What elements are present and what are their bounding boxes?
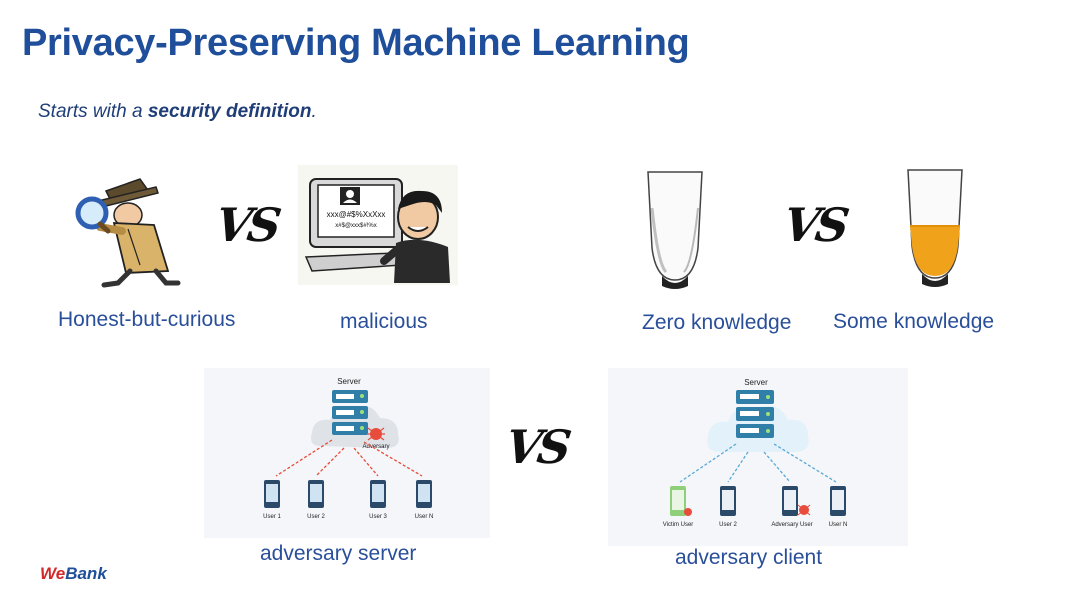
user-label: User 1 (263, 514, 281, 520)
logo-we: We (40, 564, 66, 583)
screen-text-line2: x#$@xxx$#!%x (335, 223, 376, 229)
user-device-icon (830, 486, 846, 516)
screen-text-line1: xxx@#$%XxXxx (327, 210, 386, 219)
empty-glass-illustration (640, 168, 710, 293)
user-device-icon (264, 480, 280, 508)
webank-logo: WeBank (40, 564, 107, 584)
victim-device-icon (670, 486, 692, 516)
juice-glass-illustration (900, 166, 970, 294)
user-device-icon (370, 480, 386, 508)
page-title: Privacy-Preserving Machine Learning (22, 22, 690, 64)
adversary-server-diagram: Server Adversary (204, 368, 490, 538)
vs-mark-adversary: VS (502, 420, 571, 474)
caption-zero-knowledge: Zero knowledge (642, 311, 792, 334)
user-device-icon (416, 480, 432, 508)
caption-adversary-client: adversary client (675, 546, 823, 569)
subtitle: Starts with a security definition. (38, 101, 317, 123)
caption-some-knowledge: Some knowledge (833, 310, 995, 333)
hacker-illustration: xxx@#$%XxXxx x#$@xxx$#!%x (298, 165, 458, 285)
vs-mark-knowledge: VS (780, 198, 849, 252)
subtitle-prefix: Starts with a (38, 101, 148, 122)
adversary-device-icon (782, 486, 811, 516)
user-device-icon (308, 480, 324, 508)
server-label: Server (337, 377, 361, 386)
adversary-label: Adversary (362, 444, 389, 450)
user-label: User 3 (369, 514, 387, 520)
adversary-bug-icon (367, 427, 385, 441)
adversary-client-diagram: Server (608, 368, 908, 546)
user-label: Victim User (663, 522, 694, 528)
server-label: Server (744, 378, 768, 387)
caption-malicious: malicious (340, 310, 428, 333)
user-label: User N (415, 514, 434, 520)
subtitle-suffix: . (311, 101, 317, 122)
subtitle-emphasis: security definition (147, 101, 312, 122)
user-label: User 2 (719, 522, 737, 528)
caption-adversary-server: adversary server (260, 542, 417, 565)
logo-bank: Bank (65, 564, 107, 583)
caption-honest-but-curious: Honest-but-curious (58, 308, 236, 331)
user-label: User N (829, 522, 848, 528)
user-label: User 2 (307, 514, 325, 520)
server-stack-icon (332, 390, 368, 435)
user-label: Adversary User (771, 522, 812, 528)
detective-illustration (68, 165, 198, 290)
user-device-icon (720, 486, 736, 516)
server-stack-icon (736, 390, 774, 438)
vs-mark-attacker: VS (212, 198, 281, 252)
